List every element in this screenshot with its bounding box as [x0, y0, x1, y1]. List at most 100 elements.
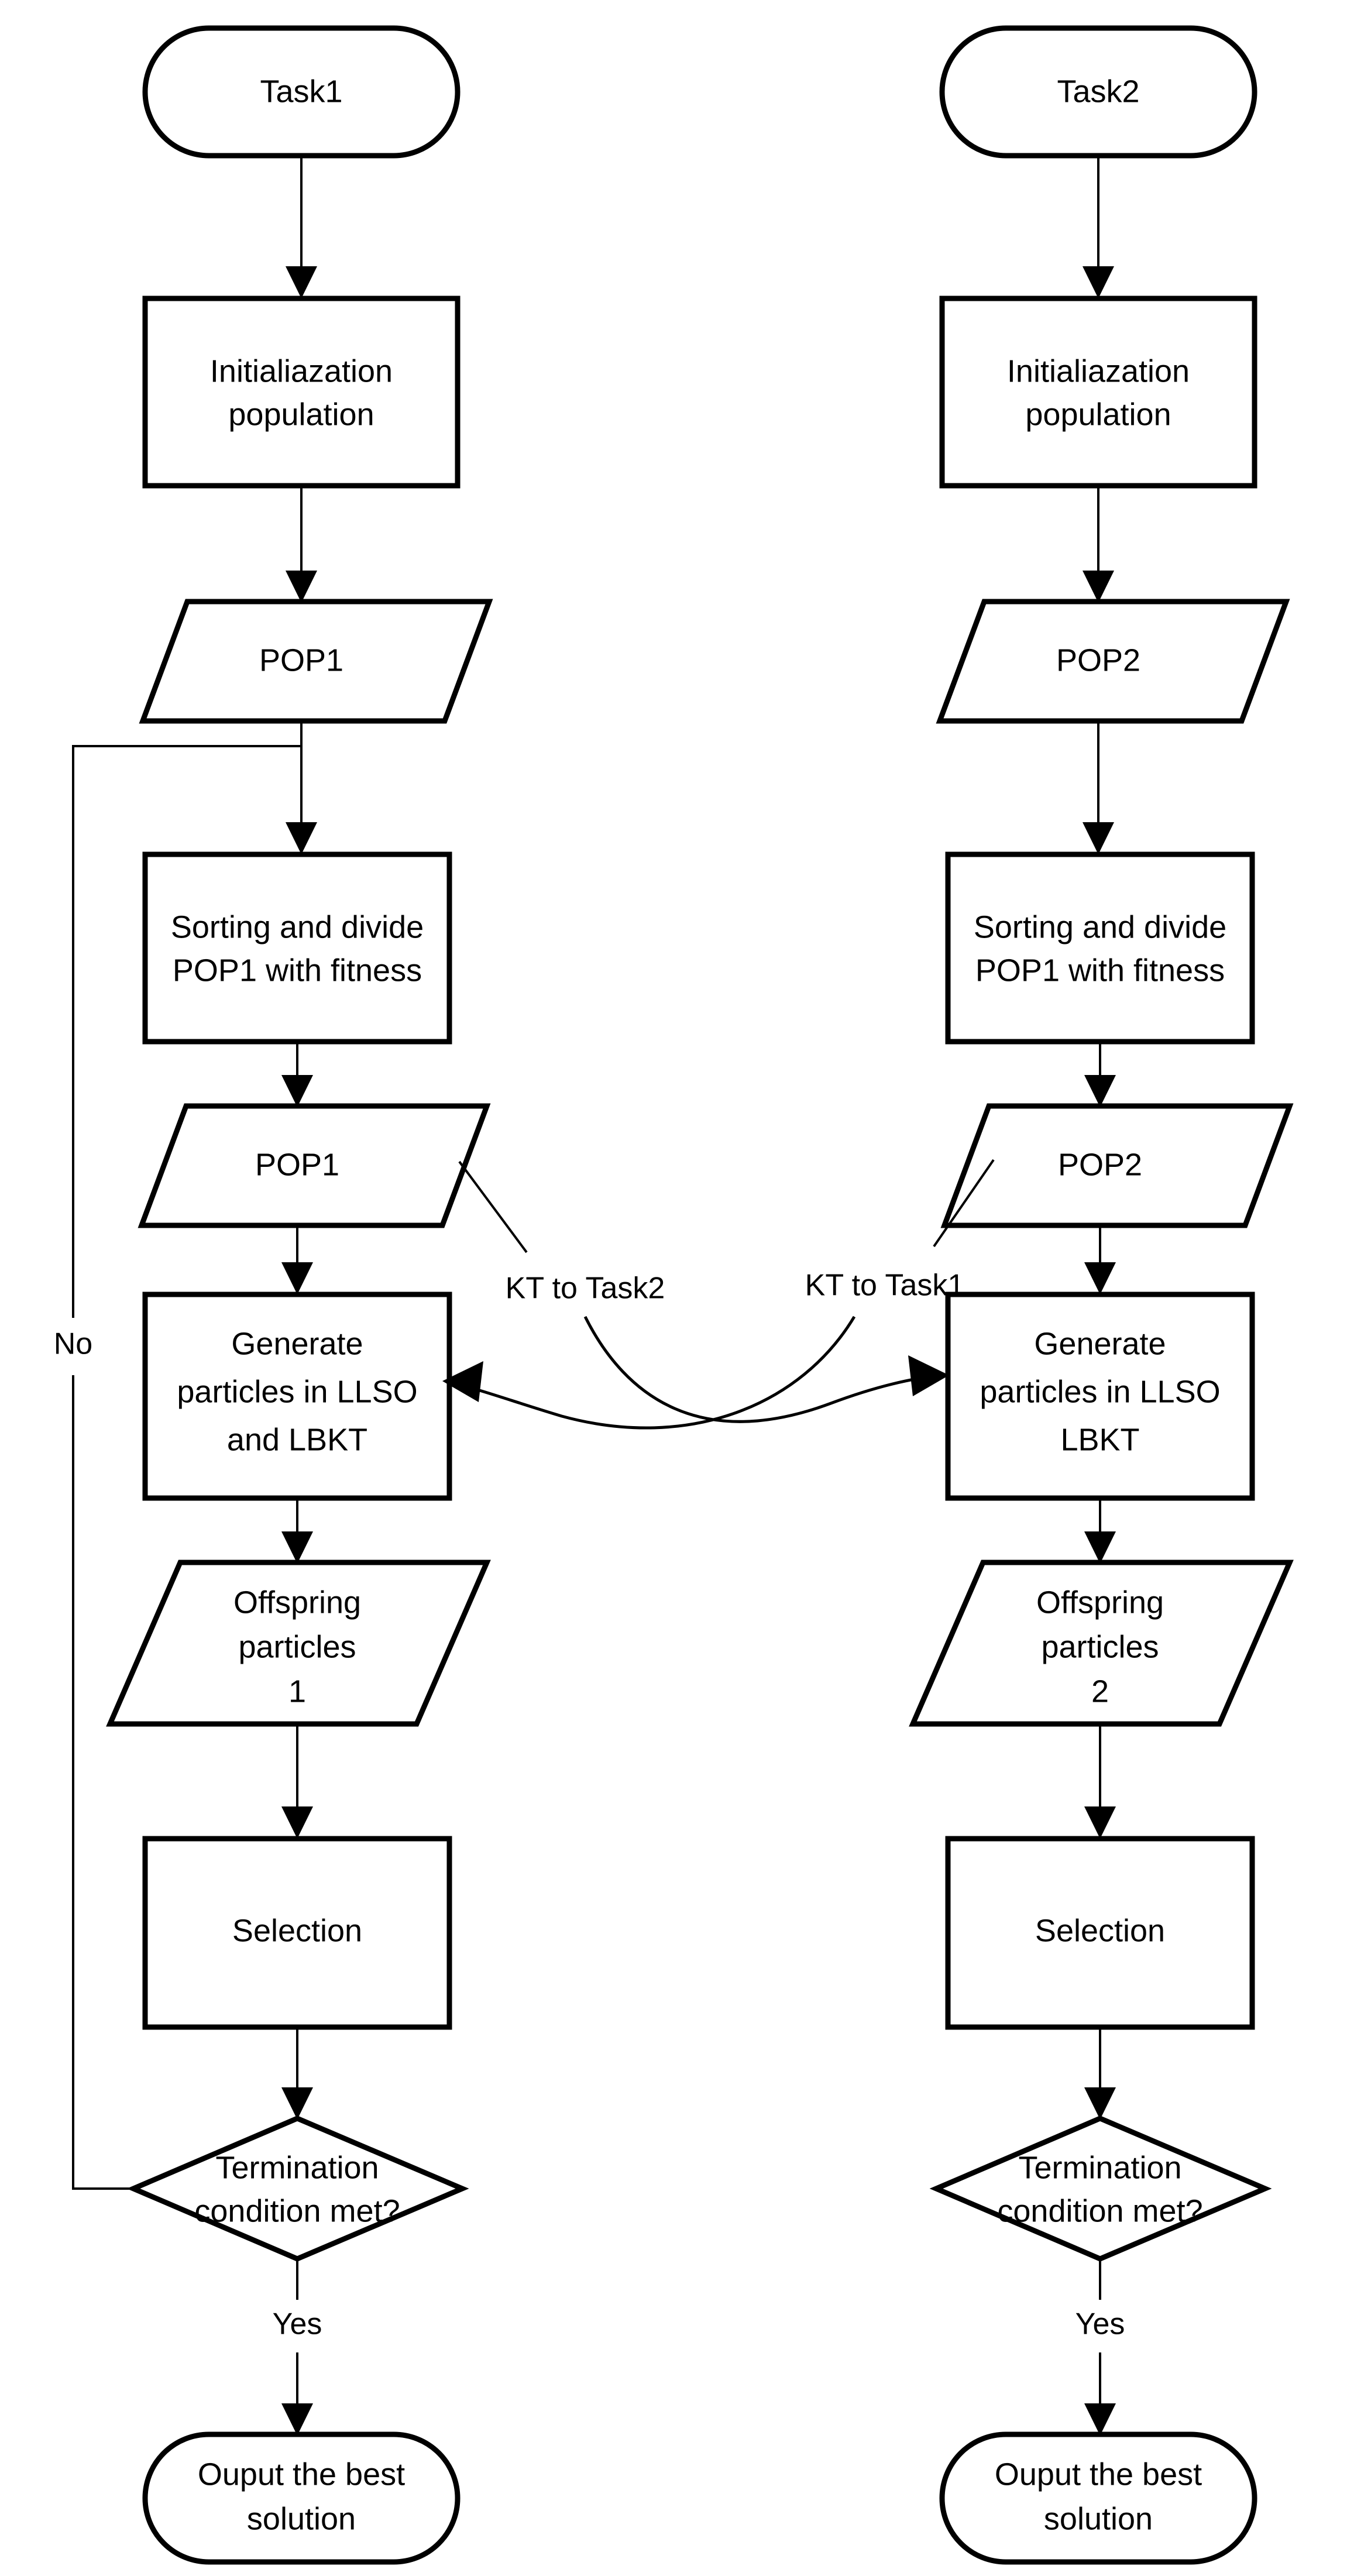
node-label: POP1 — [255, 1147, 339, 1182]
node-label: Task2 — [1057, 74, 1139, 109]
node-label-line2: POP1 with fitness — [173, 953, 422, 988]
node-label-line1: Ouput the best — [198, 2457, 405, 2492]
node-task1-decision[interactable]: Termination condition met? — [126, 2115, 469, 2262]
node-label-line2: POP1 with fitness — [975, 953, 1225, 988]
node-label-line3: LBKT — [1060, 1422, 1139, 1457]
connector-task2-pop2b-to-generate — [1084, 1225, 1116, 1294]
node-label-line2: solution — [247, 2501, 356, 2536]
node-task1-pop1-a[interactable]: POP1 — [139, 599, 493, 724]
terminator-shape — [939, 2431, 1257, 2565]
kt-transfer-right-to-left[interactable] — [442, 1316, 856, 1430]
node-label: Selection — [1035, 1913, 1165, 1948]
connector-task2-generate-to-offspring — [1084, 1498, 1116, 1564]
connector-task1-pop1b-to-generate — [281, 1225, 313, 1294]
process-shape — [142, 1292, 452, 1501]
node-task2-pop2-b[interactable]: POP2 — [940, 1103, 1294, 1228]
node-task1-init[interactable]: Initialiazation population — [142, 296, 461, 489]
node-label: POP2 — [1056, 643, 1140, 678]
node-label-line2: particles — [1041, 1629, 1159, 1664]
connector-task2-pop2-to-sort — [1083, 721, 1114, 854]
connector-task1-sort-to-pop1b — [281, 1042, 313, 1107]
node-label-line3: 1 — [288, 1674, 306, 1709]
process-shape — [142, 1836, 452, 2030]
decision-shape — [126, 2115, 469, 2262]
edge-label-no-text: No — [54, 1327, 92, 1361]
edge-label-yes: Yes — [273, 2307, 322, 2341]
node-task1-output[interactable]: Ouput the best solution — [142, 2431, 461, 2565]
node-label-line2: condition met? — [194, 2193, 400, 2228]
node-label-line2: solution — [1044, 2501, 1153, 2536]
connector-task1-selection-to-decision — [281, 2027, 313, 2120]
node-label-line1: Offspring — [233, 1585, 361, 1620]
node-task2-offspring[interactable]: Offspring particles 2 — [909, 1560, 1294, 1727]
connector-task1-init-to-pop1 — [286, 486, 317, 603]
node-task1-pop1-b[interactable]: POP1 — [138, 1103, 491, 1228]
node-task2-sorting[interactable]: Sorting and divide POP1 with fitness — [945, 851, 1255, 1045]
kt-transfer-left-to-right[interactable] — [583, 1316, 949, 1423]
node-label: Task1 — [260, 74, 342, 109]
node-task2-pop2-a[interactable]: POP2 — [936, 599, 1290, 724]
node-label-line1: Offspring — [1036, 1585, 1164, 1620]
node-label-line1: Termination — [1018, 2150, 1181, 2185]
connector-task1-start-to-init — [286, 156, 317, 298]
node-task1-selection[interactable]: Selection — [142, 1836, 452, 2030]
node-task2-output[interactable]: Ouput the best solution — [939, 2431, 1257, 2565]
data-shape — [940, 1103, 1294, 1228]
terminator-shape — [142, 2431, 461, 2565]
node-label-line1: Initialiazation — [210, 353, 393, 389]
node-task1-generate[interactable]: Generate particles in LLSO and LBKT — [142, 1292, 452, 1501]
node-label: POP2 — [1058, 1147, 1142, 1182]
edge-label-kt-to-task1: KT to Task1 — [805, 1269, 965, 1303]
connector-task1-pop1-to-sort — [286, 721, 317, 854]
connector-task2-selection-to-decision — [1084, 2027, 1116, 2120]
node-label-line1: Ouput the best — [995, 2457, 1202, 2492]
edge-label-yes-backdrop — [257, 2300, 339, 2352]
node-label-line1: Generate — [231, 1326, 363, 1361]
connector-task2-start-to-init — [1083, 156, 1114, 298]
process-shape — [939, 296, 1257, 489]
node-label-line1: Initialiazation — [1007, 353, 1190, 389]
edge-label-kt-to-task2: KT to Task2 — [506, 1272, 665, 1306]
node-label-line2: population — [1025, 397, 1171, 432]
node-task2-init[interactable]: Initialiazation population — [939, 296, 1257, 489]
data-shape — [138, 1103, 491, 1228]
process-shape — [142, 296, 461, 489]
node-task2-start[interactable]: Task2 — [939, 25, 1257, 159]
node-task1-sorting[interactable]: Sorting and divide POP1 with fitness — [142, 851, 452, 1045]
node-task1-offspring[interactable]: Offspring particles 1 — [106, 1560, 491, 1727]
data-shape — [139, 599, 493, 724]
node-task2-selection[interactable]: Selection — [945, 1836, 1255, 2030]
node-label-line2: particles in LLSO — [177, 1374, 417, 1409]
data-shape — [106, 1560, 491, 1727]
node-label-line3: and LBKT — [227, 1422, 367, 1457]
connector-task1-feedback-loop — [72, 745, 301, 2190]
node-label-line1: Sorting and divide — [974, 909, 1226, 944]
connector-task2-init-to-pop2 — [1083, 486, 1114, 603]
node-task1-start[interactable]: Task1 — [142, 25, 461, 159]
node-label-line3: 2 — [1091, 1674, 1109, 1709]
connector-task2-offspring-to-selection — [1084, 1724, 1116, 1839]
connector-task1-generate-to-offspring — [281, 1498, 313, 1564]
process-shape — [142, 851, 452, 1045]
connector-task2-sort-to-pop2b — [1084, 1042, 1116, 1107]
data-shape — [936, 599, 1290, 724]
kt-task2-leader-line — [933, 1159, 995, 1248]
data-shape — [909, 1560, 1294, 1727]
node-label: Selection — [232, 1913, 362, 1948]
node-task2-generate[interactable]: Generate particles in LLSO LBKT — [945, 1292, 1255, 1501]
edge-label-no-backdrop — [42, 1318, 105, 1375]
kt-task1-leader-line — [458, 1160, 528, 1253]
node-label: POP1 — [259, 643, 343, 678]
node-label-line2: population — [228, 397, 374, 432]
process-shape — [945, 851, 1255, 1045]
node-task2-decision[interactable]: Termination condition met? — [929, 2115, 1272, 2262]
connector-task1-offspring-to-selection — [281, 1724, 313, 1839]
node-label-line2: particles — [238, 1629, 356, 1664]
node-label-line2: particles in LLSO — [980, 1374, 1220, 1409]
edge-label-yes-2: Yes — [1075, 2307, 1125, 2341]
node-label-line2: condition met? — [997, 2193, 1202, 2228]
node-label-line1: Termination — [215, 2150, 379, 2185]
edge-label-yes-backdrop-2 — [1060, 2300, 1142, 2352]
node-label-line1: Sorting and divide — [171, 909, 424, 944]
